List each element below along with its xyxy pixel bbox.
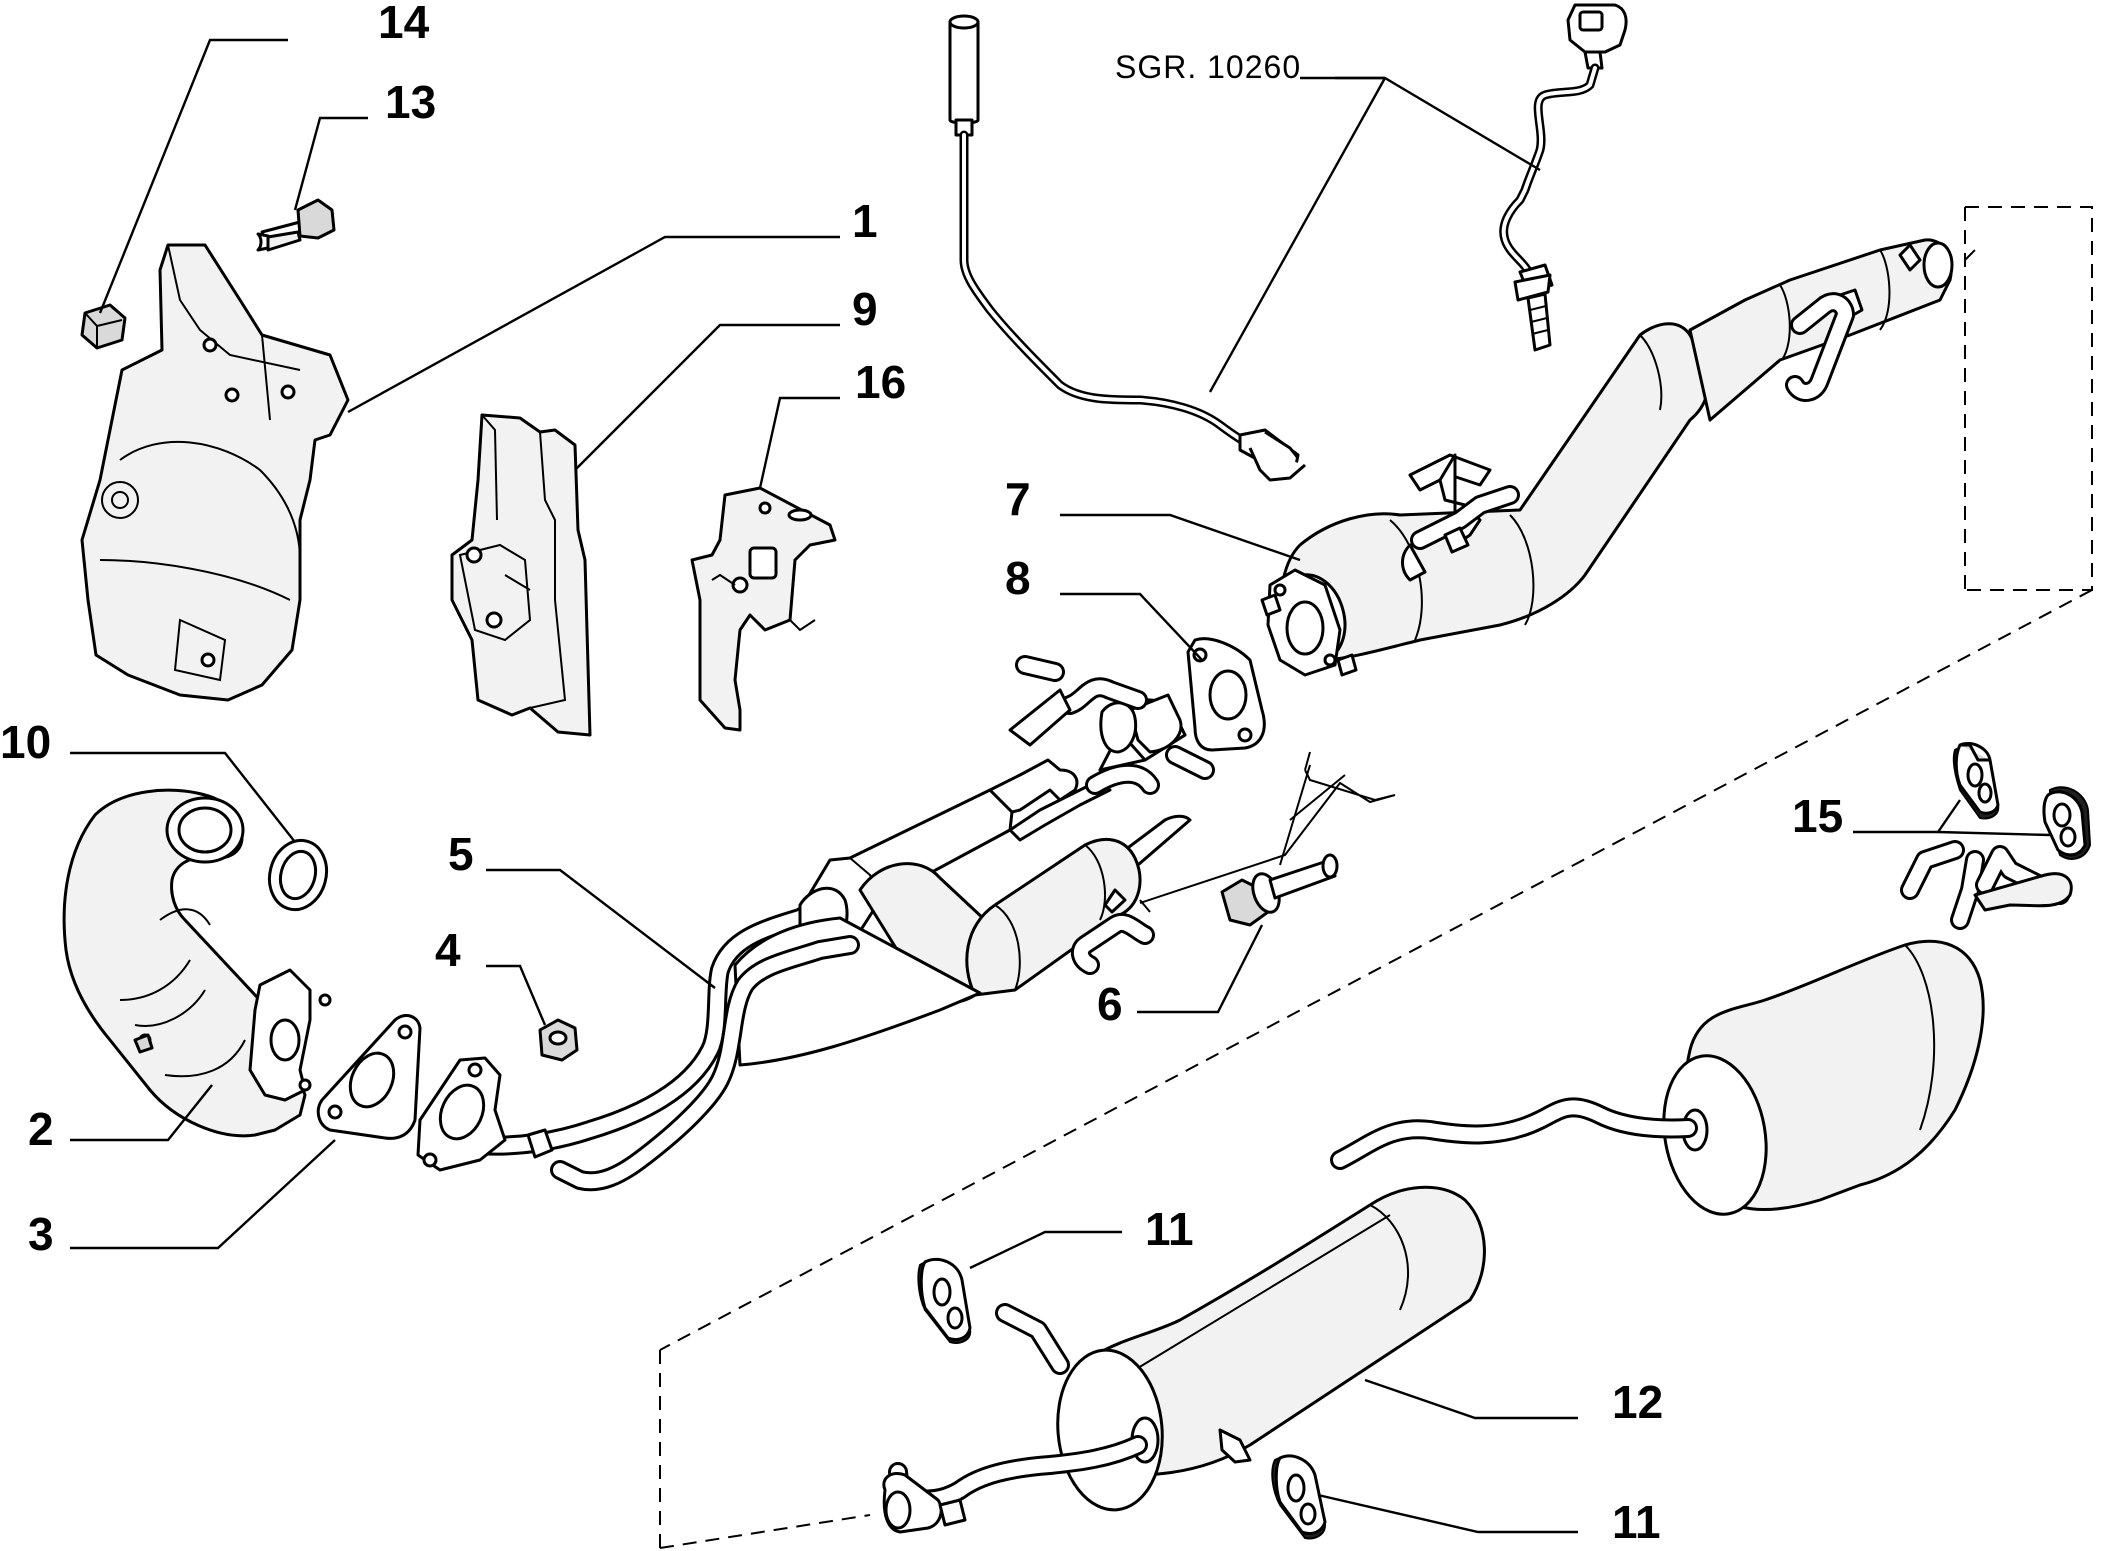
rear-silencer-part-12[interactable] xyxy=(882,840,2073,1534)
bracket-part-9[interactable] xyxy=(450,413,592,737)
callout-9: 9 xyxy=(852,283,878,335)
rubber-mount-part-15a[interactable] xyxy=(1952,742,2000,820)
flange-gasket-part-3[interactable] xyxy=(316,1014,422,1140)
nut-part-4[interactable] xyxy=(538,1018,579,1062)
rubber-mount-part-15b[interactable] xyxy=(2042,786,2092,860)
bolt-with-nut-part-6[interactable] xyxy=(1220,853,1339,927)
section-break-marks xyxy=(1139,751,1396,913)
callout-15: 15 xyxy=(1792,790,1843,842)
callout-12: 12 xyxy=(1612,1376,1663,1428)
callout-2: 2 xyxy=(28,1103,54,1155)
callout-13: 13 xyxy=(385,76,436,128)
rear-section-dashed-boundary xyxy=(659,206,2093,1549)
leader-lines xyxy=(70,38,2051,1534)
rubber-mount-part-11b[interactable] xyxy=(1271,1454,1327,1540)
front-pipe-part-5[interactable] xyxy=(416,655,1215,1192)
catalytic-converter-part-2[interactable] xyxy=(62,788,332,1138)
sensor-connector-cable[interactable] xyxy=(1499,3,1628,352)
bolt-part-13[interactable] xyxy=(256,198,336,252)
callout-labels: SGR. 10260 14 13 1 9 16 7 8 10 5 4 15 6 … xyxy=(0,0,1843,1548)
callout-10: 10 xyxy=(0,716,51,768)
callout-1: 1 xyxy=(852,195,878,247)
rubber-mount-part-11a[interactable] xyxy=(917,1257,972,1344)
bracket-part-16[interactable] xyxy=(690,486,837,732)
callout-3: 3 xyxy=(28,1208,54,1260)
callout-4: 4 xyxy=(435,924,461,976)
callout-16: 16 xyxy=(855,356,906,408)
sensor-reference-label: SGR. 10260 xyxy=(1115,49,1301,85)
particulate-filter-part-7[interactable] xyxy=(1260,238,1954,677)
callout-7: 7 xyxy=(1005,473,1031,525)
callout-11-bottom: 11 xyxy=(1612,1496,1661,1548)
callout-11-top: 11 xyxy=(1145,1203,1194,1255)
nut-part-14[interactable] xyxy=(80,303,127,350)
callout-14: 14 xyxy=(378,0,430,48)
callout-5: 5 xyxy=(448,828,474,880)
callout-8: 8 xyxy=(1005,552,1031,604)
heat-shield-part[interactable] xyxy=(80,243,350,702)
exhaust-temperature-sensor[interactable] xyxy=(948,14,1306,482)
gasket-part-8[interactable] xyxy=(1186,637,1266,752)
gasket-ring-part-10[interactable] xyxy=(262,834,334,916)
callout-6: 6 xyxy=(1097,978,1123,1030)
